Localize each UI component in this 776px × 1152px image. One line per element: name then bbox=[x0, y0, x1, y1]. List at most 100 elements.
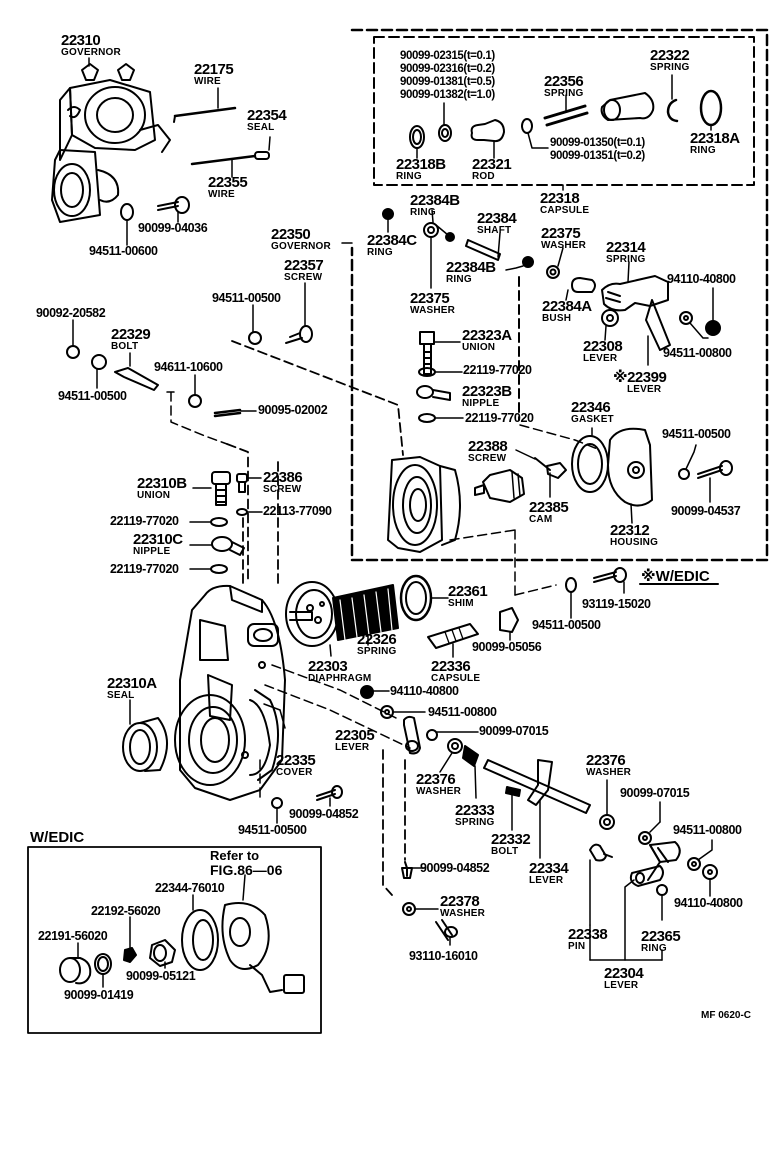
part-name: PIN bbox=[568, 941, 586, 952]
part-number-label: 22119-77020 bbox=[110, 514, 179, 528]
part-number-label: 90099-04036 bbox=[138, 221, 208, 235]
part-number-label: 90099-07015 bbox=[479, 724, 549, 738]
part-label-22346: 22346 GASKET bbox=[571, 400, 614, 425]
part-name: COVER bbox=[276, 767, 313, 778]
leader-lines bbox=[88, 57, 353, 244]
part-label-22386: 22386 SCREW bbox=[263, 470, 303, 495]
part-name: SPRING bbox=[357, 646, 397, 657]
part-label-22350: 22350 GOVERNOR bbox=[271, 227, 331, 252]
part-name: SPRING bbox=[455, 817, 495, 828]
wedic-box-title: W/EDIC bbox=[30, 829, 85, 846]
part-name: UNION bbox=[462, 342, 496, 353]
lever-linkage-drawing bbox=[360, 685, 615, 946]
part-name: CAPSULE bbox=[540, 205, 590, 216]
part-number: 22355 bbox=[208, 174, 248, 191]
part-name: UNION bbox=[137, 490, 171, 501]
lever-22304-drawing bbox=[589, 801, 718, 961]
part-name: RING bbox=[641, 943, 667, 954]
part-name: CAM bbox=[529, 514, 553, 525]
part-label-22378: 22378 WASHER bbox=[440, 894, 485, 919]
part-number: 22354 bbox=[247, 107, 287, 124]
part-name: WIRE bbox=[194, 76, 221, 87]
part-name: HOUSING bbox=[610, 537, 659, 548]
part-number: 22333 bbox=[455, 802, 495, 819]
part-number-label: 94511-00600 bbox=[89, 244, 158, 258]
part-name: SEAL bbox=[247, 122, 275, 133]
part-name: WASHER bbox=[416, 786, 462, 797]
part-label-22385: 22385 CAM bbox=[529, 499, 569, 525]
part-number-label: 94110-40800 bbox=[674, 896, 743, 910]
part-number: 22305 bbox=[335, 727, 375, 744]
screw-90099-04036-drawing bbox=[157, 196, 190, 223]
part-name: WASHER bbox=[586, 767, 632, 778]
part-label-22326: 22326 SPRING bbox=[357, 632, 397, 657]
part-number-label: 90099-07015 bbox=[620, 786, 690, 800]
part-label-22336: 22336 CAPSULE bbox=[431, 659, 480, 684]
part-number: 22336 bbox=[431, 658, 471, 675]
part-name: CAPSULE bbox=[431, 673, 481, 684]
wedic-frame bbox=[27, 846, 322, 1034]
diaphragm-spring-drawing bbox=[285, 574, 519, 658]
part-name: LEVER bbox=[604, 980, 639, 991]
capsule-parts-drawing bbox=[409, 74, 723, 191]
shim-option: 90099-01351(t=0.2) bbox=[550, 150, 645, 162]
part-label-22323B: 22323B NIPPLE bbox=[462, 384, 512, 409]
part-number: 22334 bbox=[529, 860, 569, 877]
part-number-label: 22191-56020 bbox=[38, 929, 108, 943]
part-name: GOVERNOR bbox=[271, 241, 331, 252]
part-label-22312: 22312 HOUSING bbox=[610, 523, 658, 548]
part-name: LEVER bbox=[529, 875, 564, 886]
part-label-22355: 22355 WIRE bbox=[208, 174, 248, 200]
governor-assembly-frame bbox=[350, 28, 769, 562]
part-number: 22384A bbox=[542, 298, 592, 315]
part-number: 22310A bbox=[107, 675, 157, 692]
part-number-label: 93110-16010 bbox=[409, 949, 478, 963]
part-label-22308: 22308 LEVER bbox=[583, 339, 623, 364]
part-number-label: 22344-76010 bbox=[155, 881, 225, 895]
part-number: 22375 bbox=[410, 290, 450, 307]
refer-to-note: Refer to FIG.86—06 bbox=[210, 848, 282, 878]
part-name: BOLT bbox=[111, 341, 139, 352]
part-number-label: 94611-10600 bbox=[154, 360, 223, 374]
shim-option: 90099-02315(t=0.1) bbox=[400, 50, 495, 62]
part-number: 22350 bbox=[271, 226, 311, 243]
refer-to-text: Refer to bbox=[210, 848, 260, 863]
part-number: 22318 bbox=[540, 190, 580, 207]
part-number: 22312 bbox=[610, 522, 650, 539]
part-number-label: 94110-40800 bbox=[390, 684, 459, 698]
part-number: 22385 bbox=[529, 499, 569, 516]
part-label-22310: 22310 GOVERNOR bbox=[61, 33, 121, 58]
refer-fig-link[interactable]: FIG.86—06 bbox=[210, 862, 283, 878]
part-number: 22357 bbox=[284, 257, 324, 274]
part-label-22354: 22354 SEAL bbox=[247, 107, 287, 133]
part-name: RING bbox=[690, 145, 716, 156]
part-name: SCREW bbox=[284, 272, 323, 283]
part-label-22303: 22303 DIAPHRAGM bbox=[308, 659, 371, 684]
part-label-22384C: 22384C RING bbox=[367, 233, 417, 258]
part-name: WASHER bbox=[410, 305, 456, 316]
part-number: 22314 bbox=[606, 239, 646, 256]
shim-option: 90099-01382(t=1.0) bbox=[400, 89, 495, 101]
shim-option: 90099-02316(t=0.2) bbox=[400, 63, 495, 75]
shim-option: 90099-01381(t=0.5) bbox=[400, 76, 495, 88]
part-label-22310B: 22310B UNION bbox=[137, 476, 187, 501]
part-name: SHIM bbox=[448, 598, 474, 609]
part-number: 22384B bbox=[410, 192, 460, 209]
part-name: RING bbox=[367, 247, 393, 258]
wire-22175-drawing bbox=[173, 87, 237, 123]
part-number-label: 94511-00800 bbox=[673, 823, 742, 837]
part-number: 22310C bbox=[133, 531, 183, 548]
part-number-label: 22119-77020 bbox=[110, 562, 179, 576]
part-name: SEAL bbox=[107, 690, 135, 701]
part-number: 22303 bbox=[308, 658, 348, 675]
capsule-shim-list: 90099-02315(t=0.1) 90099-02316(t=0.2) 90… bbox=[400, 50, 495, 102]
part-number-label: 90099-04852 bbox=[289, 807, 359, 821]
part-number: 22384 bbox=[477, 210, 517, 227]
part-number: 22310B bbox=[137, 475, 187, 492]
wire-22355-drawing bbox=[190, 154, 257, 178]
part-label-22329: 22329 BOLT bbox=[111, 327, 151, 352]
part-label-22333: 22333 SPRING bbox=[455, 803, 495, 828]
part-label-22376-right: 22376 WASHER bbox=[586, 753, 631, 778]
part-label-22304: 22304 LEVER bbox=[604, 966, 644, 991]
part-name: SPRING bbox=[650, 62, 690, 73]
